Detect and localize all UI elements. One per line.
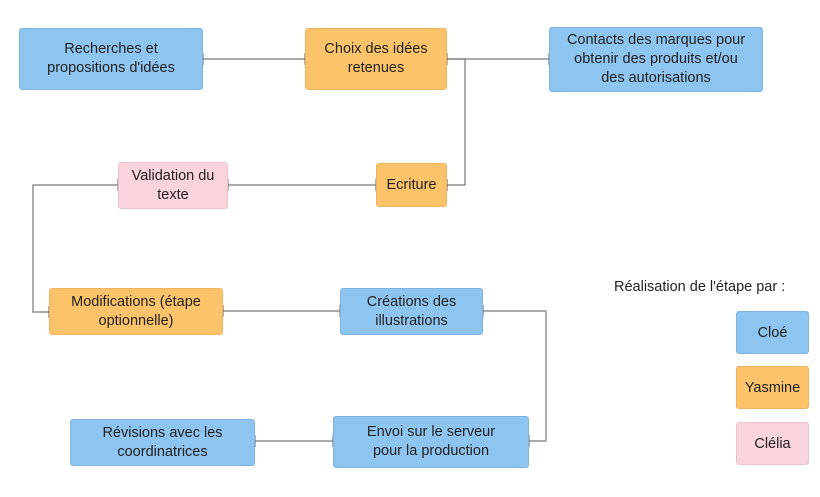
node-recherches[interactable]: Recherches et propositions d'idées [19, 28, 203, 90]
connector-validation-modifications [32, 184, 118, 313]
node-modifications[interactable]: Modifications (étape optionnelle) [49, 288, 223, 335]
legend-title: Réalisation de l'étape par : [614, 279, 786, 295]
node-envoi[interactable]: Envoi sur le serveur pour la production [333, 416, 529, 468]
node-revisions[interactable]: Révisions avec les coordinatrices [70, 419, 255, 466]
legend-item-cloe: Cloé [736, 311, 809, 354]
node-validation[interactable]: Validation du texte [118, 162, 228, 209]
node-ecriture[interactable]: Ecriture [376, 163, 447, 207]
legend-item-yasmine: Yasmine [736, 366, 809, 409]
node-creations[interactable]: Créations des illustrations [340, 288, 483, 335]
node-choix[interactable]: Choix des idées retenues [305, 28, 447, 90]
node-contacts[interactable]: Contacts des marques pour obtenir des pr… [549, 27, 763, 92]
legend-item-clelia: Clélia [736, 422, 809, 465]
connector-choix-ecriture [447, 58, 466, 186]
connector-creations-envoi [483, 310, 547, 442]
